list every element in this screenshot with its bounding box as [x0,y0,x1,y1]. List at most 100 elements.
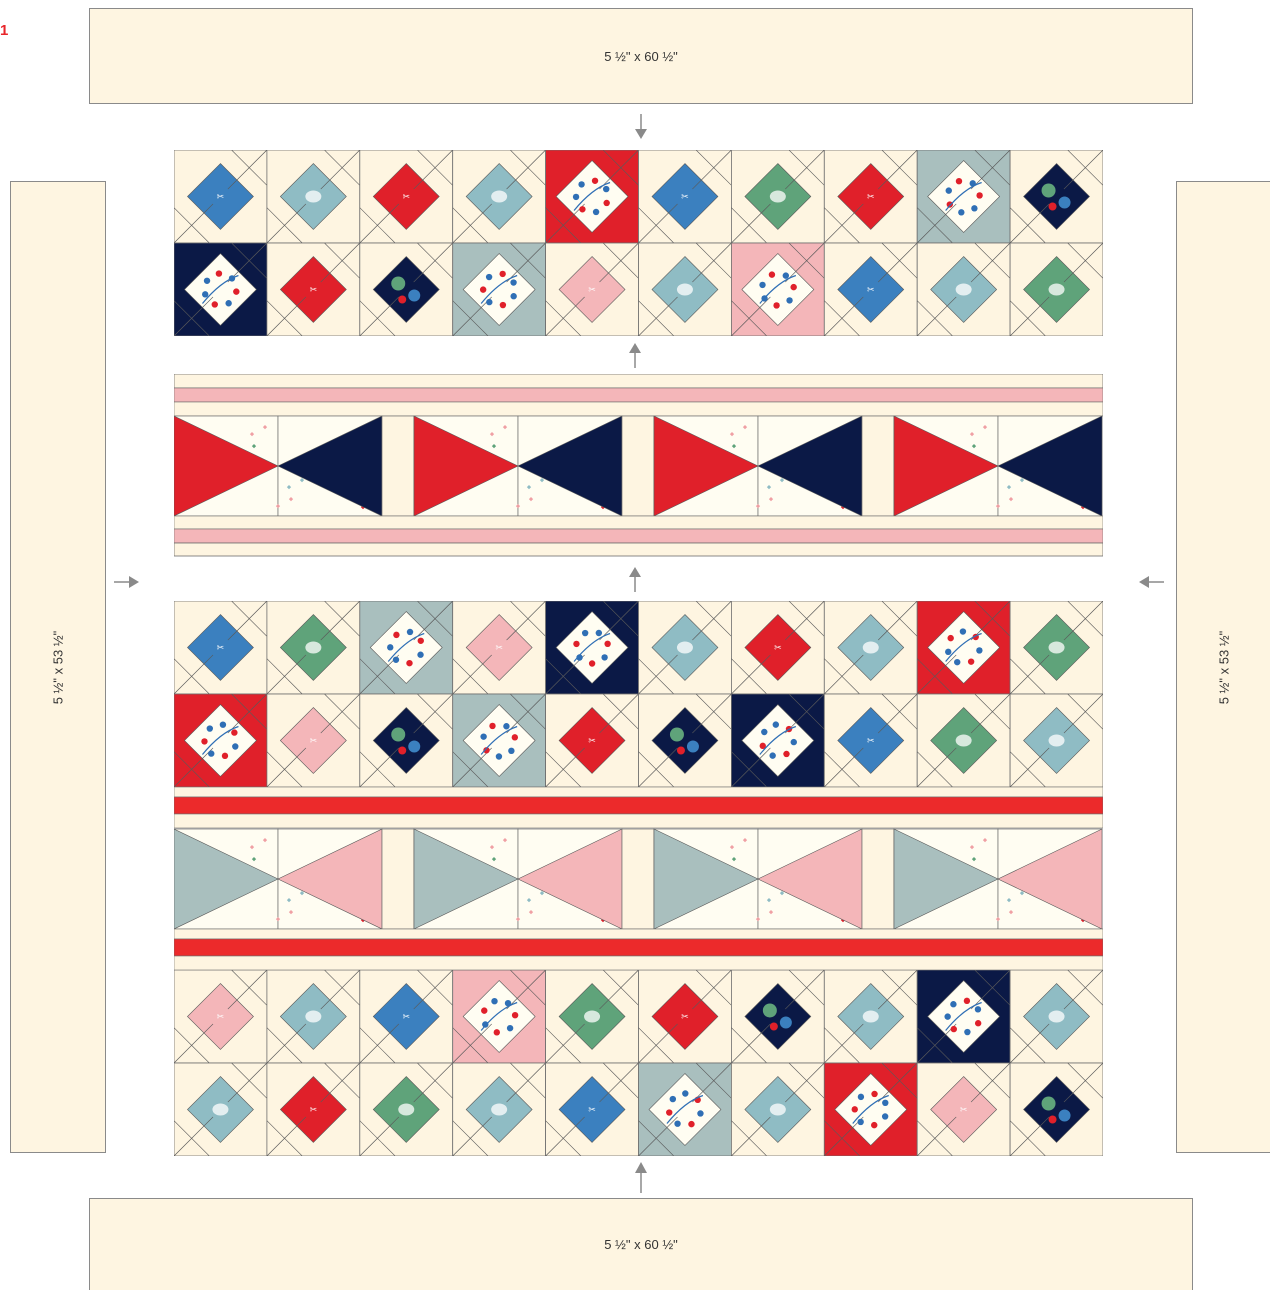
svg-text:✂: ✂ [588,286,596,296]
diamond-block-red: ✂ [824,150,917,243]
diamond-block-blue: ✂ [360,970,453,1063]
diamond-block-floral_pink [453,970,546,1063]
diamond-block-pink: ✂ [267,694,360,787]
flag-block-unit [414,416,654,516]
diamond-block-pink: ✂ [174,970,267,1063]
diamond-block-red: ✂ [267,1063,360,1156]
diamond-block-aqua [267,150,360,243]
diamond-block-aqua [639,601,732,694]
diamond-block-floral_sage [360,601,453,694]
top-diamond-section: ✂ ✂ ✂ ✂ ✂ ✂ ✂ [174,150,1103,336]
diamond-block-floral_sage [453,243,546,336]
svg-text:✂: ✂ [310,1106,318,1116]
bottom-diamond-section: ✂ ✂ ✂ ✂ ✂ ✂ [174,970,1103,1156]
diamond-block-floral_navy [917,970,1010,1063]
diamond-block-navy [1010,150,1103,243]
diamond-block-aqua [731,1063,824,1156]
arrow-down-icon [633,114,649,140]
bottom-border-label: 5 ½" x 60 ½" [604,1237,678,1252]
svg-text:✂: ✂ [402,193,410,203]
flag-block-unit [894,416,1102,516]
diamond-block-red: ✂ [360,150,453,243]
diamond-block-floral_red [917,601,1010,694]
diamond-block-red: ✂ [267,243,360,336]
diamond-block-blue: ✂ [546,1063,639,1156]
diamond-block-floral_pink [731,243,824,336]
svg-text:✂: ✂ [867,737,875,747]
svg-text:✂: ✂ [217,193,225,203]
svg-text:✂: ✂ [960,1106,968,1116]
diamond-block-pink: ✂ [917,1063,1010,1156]
flag-block-row [174,787,1103,970]
bottom-border-strip: 5 ½" x 60 ½" [89,1198,1193,1290]
diamond-block-green [731,150,824,243]
svg-text:✂: ✂ [402,1013,410,1023]
diamond-block-grid: ✂ ✂ ✂ ✂ ✂ ✂ [174,970,1103,1156]
top-border-label: 5 ½" x 60 ½" [604,49,678,64]
svg-text:✂: ✂ [310,737,318,747]
top-border-strip: 5 ½" x 60 ½" [89,8,1193,104]
flag-block-unit [174,416,414,516]
top-flag-section [174,374,1103,557]
diamond-block-aqua [824,970,917,1063]
diamond-block-blue: ✂ [174,150,267,243]
diamond-block-blue: ✂ [824,243,917,336]
diamond-block-floral_red [546,150,639,243]
flag-block-unit [174,829,414,929]
diamond-block-green [546,970,639,1063]
svg-text:✂: ✂ [867,286,875,296]
arrow-up-icon [633,1161,649,1193]
bottom-flag-section [174,787,1103,970]
diamond-block-pink: ✂ [546,243,639,336]
flag-block-unit [654,829,894,929]
diamond-block-aqua [267,970,360,1063]
diamond-block-aqua [824,601,917,694]
diamond-block-floral_navy [731,694,824,787]
diamond-block-green [267,601,360,694]
left-border-label: 5 ½" x 53 ½" [51,630,66,704]
arrow-left-icon [1138,574,1164,590]
right-border-label: 5 ½" x 53 ½" [1216,630,1231,704]
flag-block-unit [654,416,894,516]
flag-block-row [174,374,1103,557]
svg-text:✂: ✂ [495,644,503,654]
diamond-block-green [360,1063,453,1156]
step-number: 1 [0,22,8,39]
arrow-right-icon [114,574,140,590]
diamond-block-red: ✂ [639,970,732,1063]
diamond-block-navy [360,243,453,336]
diamond-block-green [917,694,1010,787]
diamond-block-green [1010,601,1103,694]
diamond-block-navy [360,694,453,787]
diamond-block-red: ✂ [731,601,824,694]
diamond-block-floral_red [174,694,267,787]
diamond-block-floral_red [824,1063,917,1156]
flag-block-unit [894,829,1102,929]
svg-text:✂: ✂ [310,286,318,296]
diamond-block-floral_sage [639,1063,732,1156]
diamond-block-floral_navy [546,601,639,694]
diamond-block-blue: ✂ [639,150,732,243]
svg-text:✂: ✂ [774,644,782,654]
diamond-block-floral_navy [174,243,267,336]
diamond-block-red: ✂ [546,694,639,787]
arrow-up-icon [627,342,643,368]
svg-text:✂: ✂ [681,1013,689,1023]
diamond-block-aqua [917,243,1010,336]
diamond-block-floral_sage [917,150,1010,243]
left-border-strip: 5 ½" x 53 ½" [10,181,106,1153]
right-border-strip: 5 ½" x 53 ½" [1176,181,1270,1153]
svg-text:✂: ✂ [217,1013,225,1023]
diamond-block-navy [639,694,732,787]
svg-text:✂: ✂ [217,644,225,654]
diamond-block-aqua [453,150,546,243]
diamond-block-green [1010,243,1103,336]
middle-diamond-section: ✂ ✂ ✂ ✂ ✂ ✂ [174,601,1103,787]
svg-text:✂: ✂ [681,193,689,203]
diamond-block-aqua [639,243,732,336]
diamond-block-aqua [1010,970,1103,1063]
diamond-block-grid: ✂ ✂ ✂ ✂ ✂ ✂ ✂ [174,150,1103,336]
diamond-block-grid: ✂ ✂ ✂ ✂ ✂ ✂ [174,601,1103,787]
diamond-block-blue: ✂ [824,694,917,787]
svg-text:✂: ✂ [588,737,596,747]
